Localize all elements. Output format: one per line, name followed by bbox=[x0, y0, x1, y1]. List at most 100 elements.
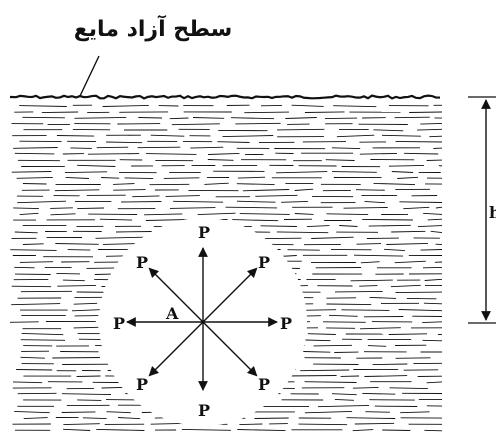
liquid-hatch-line bbox=[169, 207, 216, 209]
liquid-hatch-line bbox=[236, 183, 275, 186]
liquid-hatch-line bbox=[225, 206, 278, 209]
liquid-hatch-line bbox=[394, 260, 426, 264]
liquid-hatch-line bbox=[328, 314, 358, 317]
liquid-hatch-line bbox=[359, 285, 378, 287]
liquid-hatch-line bbox=[389, 387, 428, 390]
liquid-hatch-line bbox=[386, 242, 429, 245]
liquid-hatch-line bbox=[237, 429, 286, 432]
liquid-hatch-line bbox=[287, 249, 320, 251]
liquid-hatch-line bbox=[192, 117, 225, 119]
liquid-hatch-line bbox=[204, 182, 229, 185]
liquid-hatch-line bbox=[304, 111, 345, 113]
liquid-hatch-line bbox=[235, 122, 281, 125]
liquid-hatch-line bbox=[331, 171, 377, 173]
liquid-hatch-line bbox=[298, 423, 348, 426]
liquid-hatch-line bbox=[230, 117, 275, 120]
liquid-hatch-line bbox=[96, 428, 145, 431]
liquid-hatch-line bbox=[63, 423, 100, 426]
liquid-hatch-line bbox=[242, 189, 290, 192]
liquid-hatch-line bbox=[395, 291, 443, 294]
liquid-hatch-line bbox=[276, 128, 325, 131]
liquid-hatch-line bbox=[16, 176, 53, 179]
surface-label-leader bbox=[79, 55, 100, 97]
liquid-hatch-line bbox=[16, 369, 53, 371]
liquid-hatch-line bbox=[239, 213, 290, 215]
liquid-hatch-line bbox=[87, 153, 140, 155]
liquid-hatch-line bbox=[73, 326, 99, 329]
liquid-hatch-line bbox=[163, 177, 200, 179]
liquid-hatch-line bbox=[237, 176, 266, 179]
liquid-hatch-line bbox=[190, 146, 224, 149]
liquid-hatch-line bbox=[336, 134, 375, 138]
liquid-hatch-line bbox=[343, 207, 388, 209]
liquid-hatch-line bbox=[19, 105, 67, 107]
liquid-hatch-line bbox=[115, 231, 152, 233]
liquid-hatch-line bbox=[254, 417, 289, 419]
liquid-hatch-line bbox=[239, 423, 263, 426]
liquid-hatch-line bbox=[331, 147, 361, 150]
liquid-hatch-line bbox=[364, 375, 408, 377]
liquid-hatch-line bbox=[14, 266, 35, 269]
liquid-hatch-line bbox=[121, 201, 162, 203]
depth-label: h bbox=[489, 203, 496, 222]
liquid-hatch-line bbox=[326, 303, 372, 306]
liquid-hatch-line bbox=[373, 129, 404, 132]
liquid-hatch-line bbox=[124, 177, 154, 180]
liquid-hatch-line bbox=[50, 207, 73, 209]
liquid-hatch-line bbox=[71, 309, 104, 312]
liquid-hatch-line bbox=[334, 290, 383, 293]
liquid-hatch-line bbox=[20, 356, 45, 359]
liquid-hatch-line bbox=[19, 261, 54, 263]
liquid-hatch-line bbox=[62, 279, 85, 282]
liquid-hatch-line bbox=[397, 176, 419, 179]
liquid-hatch-line bbox=[181, 428, 231, 431]
pressure-label-down: P bbox=[198, 401, 210, 420]
liquid-hatch-line bbox=[294, 188, 314, 191]
liquid-hatch-line bbox=[399, 201, 443, 203]
liquid-hatch-line bbox=[77, 207, 105, 210]
liquid-hatch-line bbox=[424, 429, 443, 432]
depth-dimension bbox=[468, 96, 496, 324]
liquid-hatch-line bbox=[350, 279, 393, 282]
liquid-hatch-line bbox=[96, 146, 129, 149]
liquid-hatch-line bbox=[294, 213, 314, 215]
liquid-hatch-line bbox=[82, 417, 107, 420]
liquid-hatch-line bbox=[11, 285, 52, 288]
liquid-hatch-line bbox=[404, 152, 439, 155]
liquid-hatch-line bbox=[430, 230, 443, 234]
liquid-hatch-line bbox=[285, 117, 317, 119]
liquid-hatch-line bbox=[356, 243, 382, 245]
liquid-hatch-line bbox=[55, 243, 99, 245]
pressure-label-up-left: P bbox=[136, 253, 148, 272]
liquid-hatch-line bbox=[400, 411, 430, 414]
liquid-hatch-line bbox=[86, 267, 119, 269]
liquid-hatch-line bbox=[113, 183, 135, 185]
liquid-hatch-line bbox=[12, 381, 43, 384]
liquid-hatch-line bbox=[422, 321, 443, 324]
free-surface-label: سطح آزاد مایع bbox=[74, 14, 232, 42]
liquid-hatch-line bbox=[77, 164, 116, 167]
liquid-hatch-line bbox=[144, 213, 183, 216]
liquid-hatch-line bbox=[169, 117, 189, 120]
liquid-hatch-line bbox=[360, 261, 380, 264]
liquid-hatch-line bbox=[63, 428, 91, 431]
liquid-hatch-line bbox=[395, 357, 431, 359]
liquid-hatch-line bbox=[276, 171, 328, 174]
liquid-hatch-line bbox=[56, 135, 95, 137]
liquid-hatch-line bbox=[21, 332, 64, 336]
liquid-hatch-line bbox=[381, 134, 421, 137]
liquid-hatch-line bbox=[14, 231, 38, 234]
liquid-hatch-line bbox=[398, 309, 443, 312]
liquid-hatch-line bbox=[352, 386, 379, 389]
liquid-hatch-line bbox=[423, 212, 443, 215]
liquid-hatch-line bbox=[11, 171, 52, 173]
pressure-label-right: P bbox=[280, 314, 292, 333]
liquid-hatch-line bbox=[106, 411, 131, 414]
liquid-hatch-line bbox=[117, 417, 141, 420]
pressure-arrows bbox=[126, 247, 278, 391]
liquid-hatch-line bbox=[305, 339, 331, 342]
liquid-hatch-line bbox=[165, 195, 200, 197]
liquid-hatch-line bbox=[13, 207, 39, 210]
liquid-hatch-line bbox=[106, 141, 143, 144]
